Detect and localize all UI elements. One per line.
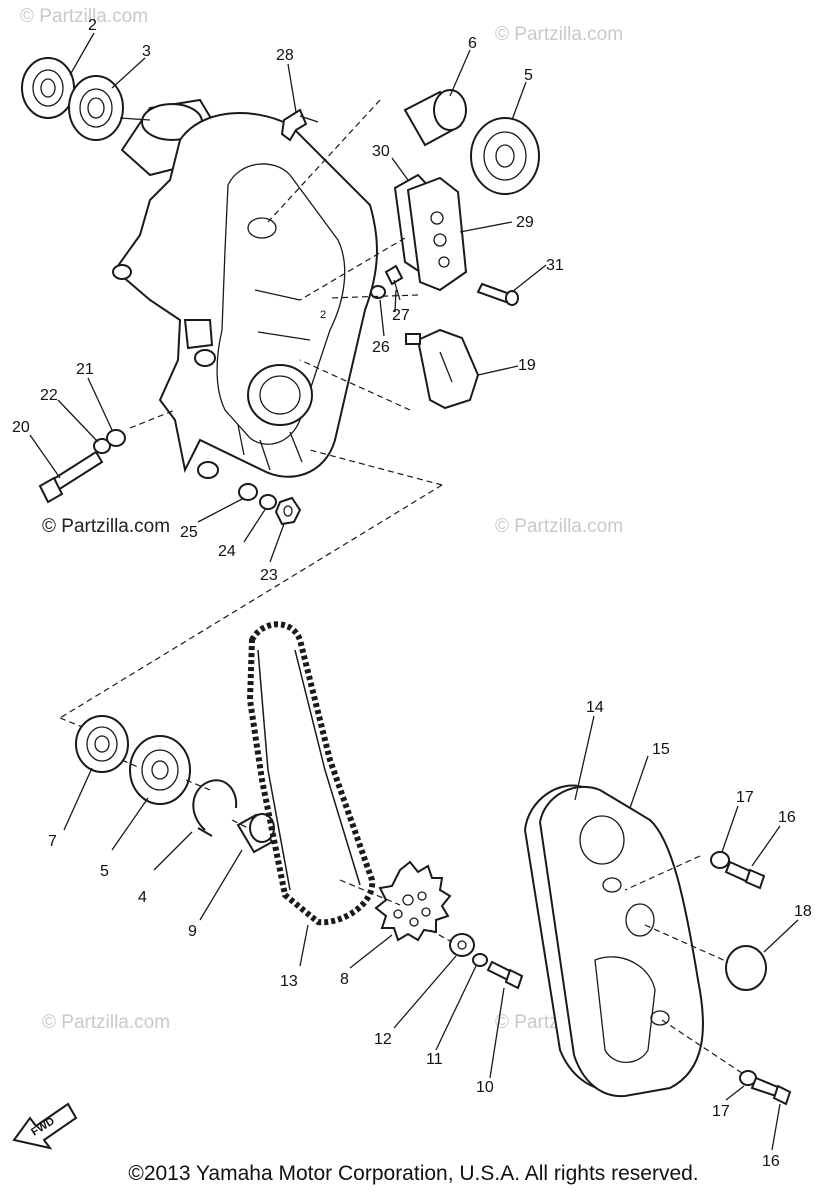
lock-washer-11 [472, 953, 488, 967]
fwd-arrow-icon: FWD [12, 1102, 78, 1150]
callout-16-top: 16 [778, 809, 796, 826]
grease-fitting-28 [280, 108, 319, 142]
callout-8: 8 [340, 971, 349, 988]
plug-18 [725, 945, 767, 991]
bolt-16-bottom [750, 1076, 792, 1106]
bolt-16-top [724, 860, 766, 890]
callout-25: 25 [180, 524, 198, 541]
drive-chain-13 [246, 621, 376, 926]
circlip-4 [192, 779, 238, 837]
callout-16-bottom: 16 [762, 1153, 780, 1170]
callout-13: 13 [280, 973, 298, 990]
bearing-2 [21, 57, 75, 119]
callout-5-bottom: 5 [100, 863, 109, 880]
callout-9: 9 [188, 923, 197, 940]
watermark-right-middle: © Partzilla.com [495, 516, 623, 537]
callout-3: 3 [142, 43, 151, 60]
washer-25 [238, 483, 258, 501]
bearing-7 [75, 715, 129, 773]
callout-29: 29 [516, 214, 534, 231]
callout-28: 28 [276, 47, 294, 64]
callout-12: 12 [374, 1031, 392, 1048]
callout-26: 26 [372, 339, 390, 356]
washer-21 [106, 429, 126, 447]
callout-19: 19 [518, 357, 536, 374]
callout-14: 14 [586, 699, 604, 716]
collar-6 [403, 89, 467, 147]
bolt-10 [486, 960, 524, 990]
bearing-5-top [470, 117, 540, 195]
washer-17-top [710, 851, 730, 869]
callout-10: 10 [476, 1079, 494, 1096]
callout-30: 30 [372, 143, 390, 160]
bolt-31 [476, 282, 519, 306]
washer-12 [449, 933, 475, 957]
watermark-left-middle: © Partzilla.com [42, 516, 170, 537]
callout-15: 15 [652, 741, 670, 758]
bolt-20 [38, 450, 104, 504]
callout-4: 4 [138, 889, 147, 906]
tensioner-plate-29 [406, 176, 468, 292]
callout-17-bottom: 17 [712, 1103, 730, 1120]
svg-text:2: 2 [320, 309, 326, 321]
slider-19 [405, 328, 480, 410]
callout-6: 6 [468, 35, 477, 52]
nut-23 [274, 496, 302, 526]
callout-24: 24 [218, 543, 236, 560]
copyright-notice: ©2013 Yamaha Motor Corporation, U.S.A. A… [128, 1162, 699, 1185]
bearing-5-bottom [129, 735, 191, 805]
watermark-top-left: © Partzilla.com [20, 6, 148, 27]
callout-labels: 2 3 28 6 5 30 29 31 27 26 19 21 22 20 25… [12, 17, 812, 1170]
callout-22: 22 [40, 387, 58, 404]
sprocket-8 [374, 860, 452, 942]
callout-5-top: 5 [524, 67, 533, 84]
bearing-3 [68, 75, 124, 141]
callout-21: 21 [76, 361, 94, 378]
chain-case-housing: 2 [112, 98, 378, 479]
watermark-bottom-left: © Partzilla.com [42, 1012, 170, 1033]
callout-leaders [29, 32, 799, 1151]
washer-26 [370, 285, 386, 299]
callout-7: 7 [48, 833, 57, 850]
callout-18: 18 [794, 903, 812, 920]
callout-17-top: 17 [736, 789, 754, 806]
callout-20: 20 [12, 419, 30, 436]
lock-washer-22 [93, 438, 111, 454]
callout-27: 27 [392, 307, 410, 324]
lock-washer-24 [259, 494, 277, 510]
callout-31: 31 [546, 257, 564, 274]
callout-2: 2 [88, 17, 97, 34]
callout-11: 11 [426, 1051, 443, 1068]
chain-cover-15 [538, 785, 704, 1098]
watermark-top-right: © Partzilla.com [495, 24, 623, 45]
screw-27 [384, 264, 404, 301]
callout-23: 23 [260, 567, 278, 584]
